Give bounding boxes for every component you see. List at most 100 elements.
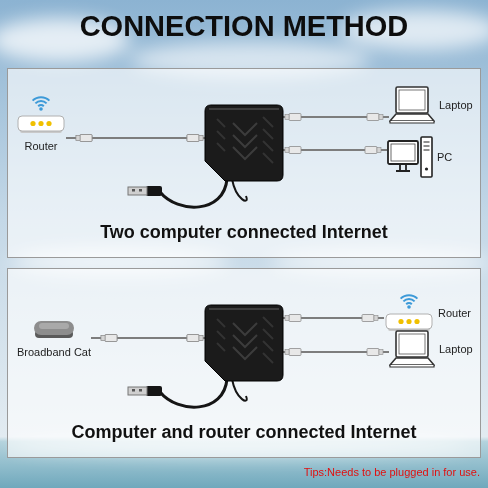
- monitor: [388, 141, 418, 164]
- connection-panel: Two computer connected Internet Router Lap…: [7, 68, 481, 258]
- pc-tower: [421, 137, 432, 177]
- cable-plug: [365, 147, 381, 154]
- laptop-base: [390, 358, 434, 365]
- cable-plug: [76, 135, 92, 142]
- modem-top: [39, 323, 69, 329]
- plug-tip: [285, 148, 289, 153]
- plug-tip: [379, 350, 383, 355]
- plug-body: [105, 335, 117, 342]
- router-body: [18, 116, 64, 131]
- device-laptop: Laptop: [389, 329, 473, 369]
- plug-body: [80, 135, 92, 142]
- device-laptop: Laptop: [389, 85, 473, 125]
- router-body: [386, 314, 432, 329]
- plug-tip: [76, 136, 80, 141]
- wifi-wave: [33, 97, 50, 100]
- diagram-title: CONNECTION METHOD: [0, 10, 488, 43]
- plug-body: [187, 335, 199, 342]
- panel-fill: [7, 68, 481, 258]
- plug-body: [365, 147, 377, 154]
- router-light: [398, 319, 403, 324]
- panel-caption: Computer and router connected Internet: [8, 422, 480, 443]
- wifi-wave: [38, 105, 44, 106]
- modem-body: [34, 321, 74, 335]
- router-light: [46, 121, 51, 126]
- plug-tip: [285, 115, 289, 120]
- plug-tip: [285, 350, 289, 355]
- cable-plug: [285, 114, 301, 121]
- plug-tip: [199, 136, 203, 141]
- cable-plug: [367, 349, 383, 356]
- device-label: Router: [438, 307, 471, 320]
- plug-body: [362, 315, 374, 322]
- plug-tip: [101, 336, 105, 341]
- plug-tip: [199, 336, 203, 341]
- plug-tip: [199, 136, 203, 141]
- plug-body: [187, 135, 199, 142]
- router-icon: [384, 291, 434, 335]
- laptop-lid: [396, 331, 428, 357]
- monitor-stand: [396, 164, 410, 171]
- router-light: [414, 319, 419, 324]
- cable-plug: [101, 335, 117, 342]
- wifi-wave: [401, 295, 418, 298]
- device-label: Laptop: [439, 99, 473, 112]
- wifi-wave: [406, 303, 412, 304]
- laptop-icon: [389, 329, 435, 369]
- device-pc: PC: [387, 135, 452, 179]
- cable-plug: [76, 135, 92, 142]
- plug-body: [289, 349, 301, 356]
- pc-power-button: [425, 167, 428, 170]
- splitter: [128, 105, 283, 207]
- wifi-wave: [403, 299, 414, 301]
- plug-body: [80, 135, 92, 142]
- pc-tower-slots: [424, 142, 430, 150]
- laptop-base: [390, 114, 434, 121]
- device-router: Router: [16, 93, 66, 153]
- wifi-dot: [39, 107, 43, 111]
- router-light: [38, 121, 43, 126]
- plug-tip: [379, 115, 383, 120]
- router-light: [30, 121, 35, 126]
- plug-body: [187, 135, 199, 142]
- panel-caption: Two computer connected Internet: [8, 222, 480, 243]
- cable-plug: [101, 335, 117, 342]
- cable-plug: [362, 315, 378, 322]
- wifi-dot: [407, 305, 411, 309]
- laptop-screen: [399, 90, 425, 110]
- modem-icon: [32, 313, 76, 343]
- device-label: Laptop: [439, 343, 473, 356]
- laptop-lid: [396, 87, 428, 113]
- monitor-screen: [391, 144, 415, 161]
- laptop-screen: [399, 334, 425, 354]
- plug-body: [187, 335, 199, 342]
- device-label: PC: [437, 151, 452, 164]
- router-icon: [16, 93, 66, 137]
- plug-tip: [377, 148, 381, 153]
- cable-plug: [187, 135, 203, 142]
- plug-body: [289, 114, 301, 121]
- device-label: Router: [24, 140, 57, 153]
- laptop-icon: [389, 85, 435, 125]
- cable-plug: [187, 135, 203, 142]
- wifi-wave: [35, 101, 46, 103]
- cable-plug: [367, 114, 383, 121]
- plug-body: [289, 147, 301, 154]
- cable-plug: [285, 349, 301, 356]
- cable-plug: [285, 315, 301, 322]
- plug-body: [367, 349, 379, 356]
- connection-panel: Computer and router connected InternetBr…: [7, 268, 481, 458]
- plug-body: [105, 335, 117, 342]
- router-light: [406, 319, 411, 324]
- device-router: Router: [384, 291, 471, 335]
- pc-icon: [387, 135, 433, 179]
- cable-plug: [187, 335, 203, 342]
- cable-plug: [285, 147, 301, 154]
- splitter: [128, 305, 283, 407]
